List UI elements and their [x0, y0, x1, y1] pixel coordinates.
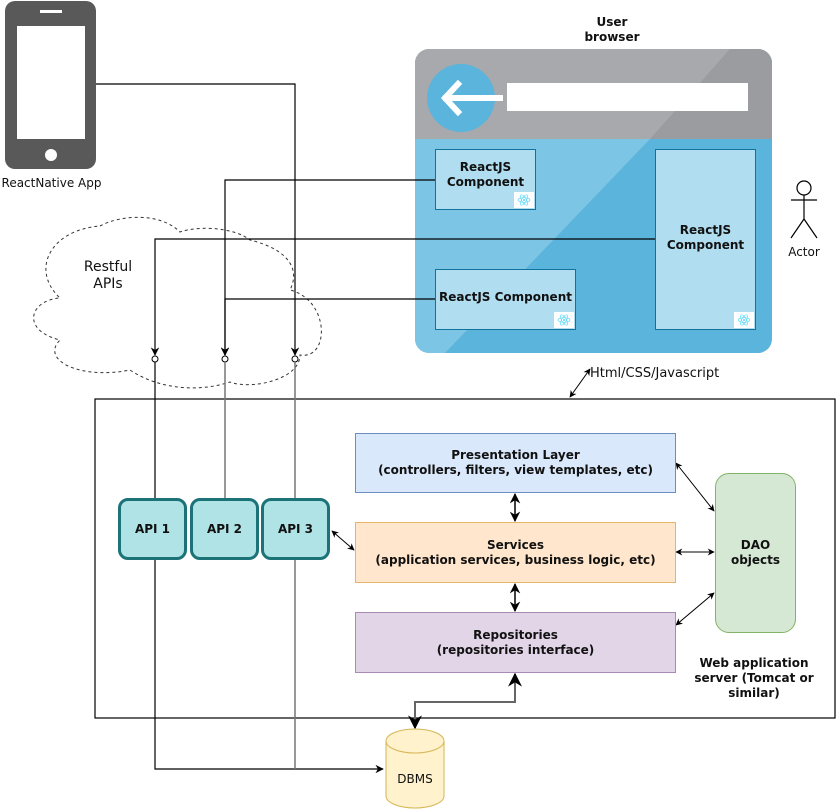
- stick-figure-icon: [790, 180, 818, 239]
- database-cylinder-icon: [385, 728, 445, 809]
- protocol-label: Html/CSS/Javascript: [590, 366, 720, 381]
- api-1-box[interactable]: API 1: [118, 498, 187, 560]
- browser-title: User browser: [570, 15, 654, 45]
- connector-repos-dao: [675, 592, 715, 626]
- connector-comp1-api2: [220, 179, 435, 356]
- browser-title-line2: browser: [584, 30, 640, 44]
- port-api2: [221, 355, 229, 363]
- component-label-line2: Component: [666, 237, 745, 252]
- dao-objects[interactable]: DAO objects: [715, 473, 796, 633]
- connector-pres-dao: [675, 462, 715, 512]
- cloud-label: Restful APIs: [70, 259, 146, 293]
- presentation-title: Presentation Layer: [451, 448, 580, 462]
- connector-api3-services: [331, 530, 355, 551]
- cloud-label-line2: APIs: [93, 276, 123, 292]
- services-title: Services: [486, 537, 544, 552]
- presentation-subtitle: (controllers, filters, view templates, e…: [378, 463, 653, 477]
- dao-label-line1: DAO: [740, 538, 771, 552]
- dbms-label: DBMS: [397, 772, 433, 786]
- browser-title-line1: User: [596, 15, 628, 29]
- component-label-line1: ReactJS: [679, 222, 732, 237]
- api-3-box[interactable]: API 3: [261, 498, 330, 560]
- port-api1: [151, 355, 159, 363]
- repositories-title: Repositories: [473, 627, 558, 642]
- services-subtitle: (application services, business logic, e…: [375, 552, 656, 567]
- connector-api1-dbms: [154, 559, 384, 774]
- connector-repos-dbms: [408, 672, 522, 730]
- dao-label-line2: objects: [730, 553, 781, 567]
- react-icon: [734, 312, 754, 328]
- services-layer[interactable]: Services (application services, business…: [355, 522, 676, 583]
- react-component-3[interactable]: ReactJS Component: [655, 149, 756, 330]
- restful-apis-cloud: [33, 216, 322, 389]
- api-2-box[interactable]: API 2: [190, 498, 259, 560]
- server-label-line3: similar): [728, 686, 780, 700]
- actor-label: Actor: [788, 245, 820, 259]
- connector-phone-api3: [96, 83, 300, 356]
- port-api3: [291, 355, 299, 363]
- server-label: Web application server (Tomcat or simila…: [684, 656, 824, 701]
- component-label: ReactJS Component: [439, 290, 572, 304]
- cloud-label-line1: Restful: [83, 259, 133, 275]
- connector-comp3-api1: [150, 238, 655, 356]
- server-label-line2: server (Tomcat or: [694, 671, 814, 685]
- react-component-2[interactable]: ReactJS Component: [435, 269, 576, 330]
- react-icon: [514, 192, 534, 208]
- react-component-1[interactable]: ReactJS Component: [435, 149, 536, 210]
- back-arrow-icon[interactable]: [427, 64, 503, 132]
- smartphone-icon: [5, 1, 96, 169]
- address-bar[interactable]: [507, 83, 748, 111]
- presentation-layer[interactable]: Presentation Layer (controllers, filters…: [355, 433, 676, 493]
- server-label-line1: Web application: [699, 656, 809, 670]
- repositories-subtitle: (repositories interface): [436, 642, 595, 657]
- connector-browser-server: [569, 368, 591, 398]
- mobile-app-label: ReactNative App: [1, 176, 102, 190]
- repositories-layer[interactable]: Repositories (repositories interface): [355, 612, 676, 673]
- react-icon: [554, 312, 574, 328]
- component-label-line2: Component: [446, 174, 525, 189]
- component-label-line1: ReactJS: [459, 159, 512, 174]
- connector-comp2-api2: [220, 298, 435, 356]
